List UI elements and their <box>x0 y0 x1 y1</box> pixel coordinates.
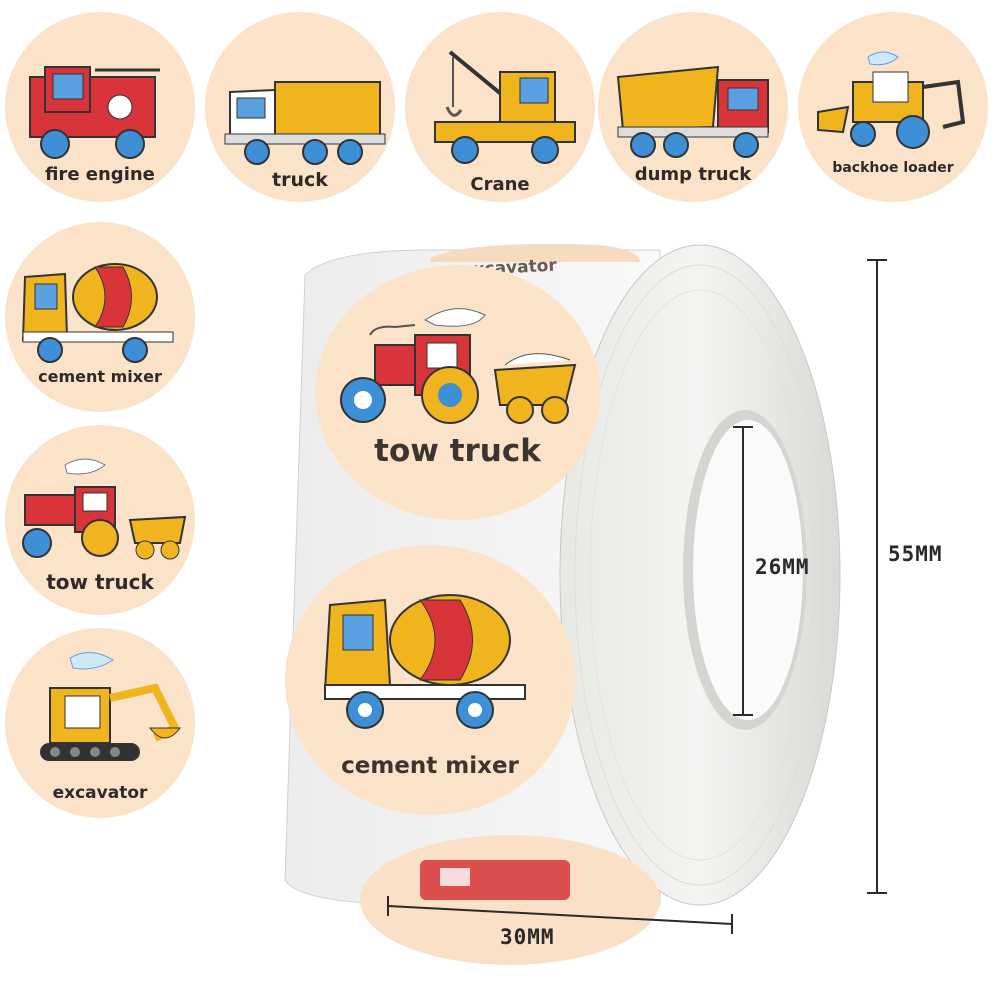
roll-sticker-cement-mixer: cement mixer <box>285 545 575 815</box>
sticker-truck: truck <box>205 12 395 202</box>
backhoe-loader-icon <box>817 51 966 149</box>
sticker-label: dump truck <box>634 164 752 185</box>
sticker-label: tow truck <box>46 570 154 594</box>
dimension-inner-diameter: 26MM <box>755 555 810 579</box>
excavator-icon <box>40 652 182 761</box>
sticker-cement-mixer: cement mixer <box>5 222 195 412</box>
dump-truck-icon <box>616 65 769 158</box>
roll-sticker-label: cement mixer <box>341 753 519 779</box>
cement-mixer-icon <box>323 594 526 729</box>
sticker-crane: Crane <box>405 12 595 202</box>
dimension-outer-height: 55MM <box>888 542 943 566</box>
sticker-label: backhoe loader <box>832 160 954 176</box>
dimension-width: 30MM <box>500 925 555 949</box>
crane-icon <box>434 50 576 164</box>
truck-icon <box>224 81 386 165</box>
sticker-dump-truck: dump truck <box>598 12 788 202</box>
sticker-label: truck <box>272 169 328 191</box>
sticker-label: Crane <box>470 174 530 195</box>
sticker-label: fire engine <box>45 164 155 185</box>
sticker-label: excavator <box>52 783 148 803</box>
sticker-label: cement mixer <box>38 367 162 386</box>
tow-truck-icon <box>340 308 577 424</box>
roll-sticker-tow-truck: tow truck <box>315 265 600 520</box>
sticker-excavator: excavator <box>5 628 195 818</box>
sticker-tow-truck: tow truck <box>5 425 195 615</box>
sticker-fire-engine: fire engine <box>5 12 195 202</box>
tow-truck-icon <box>22 458 187 560</box>
fire-engine-icon <box>29 66 160 159</box>
sticker-backhoe-loader: backhoe loader <box>798 12 988 202</box>
cement-mixer-icon <box>21 263 174 363</box>
roll-sticker-label: tow truck <box>374 433 541 469</box>
